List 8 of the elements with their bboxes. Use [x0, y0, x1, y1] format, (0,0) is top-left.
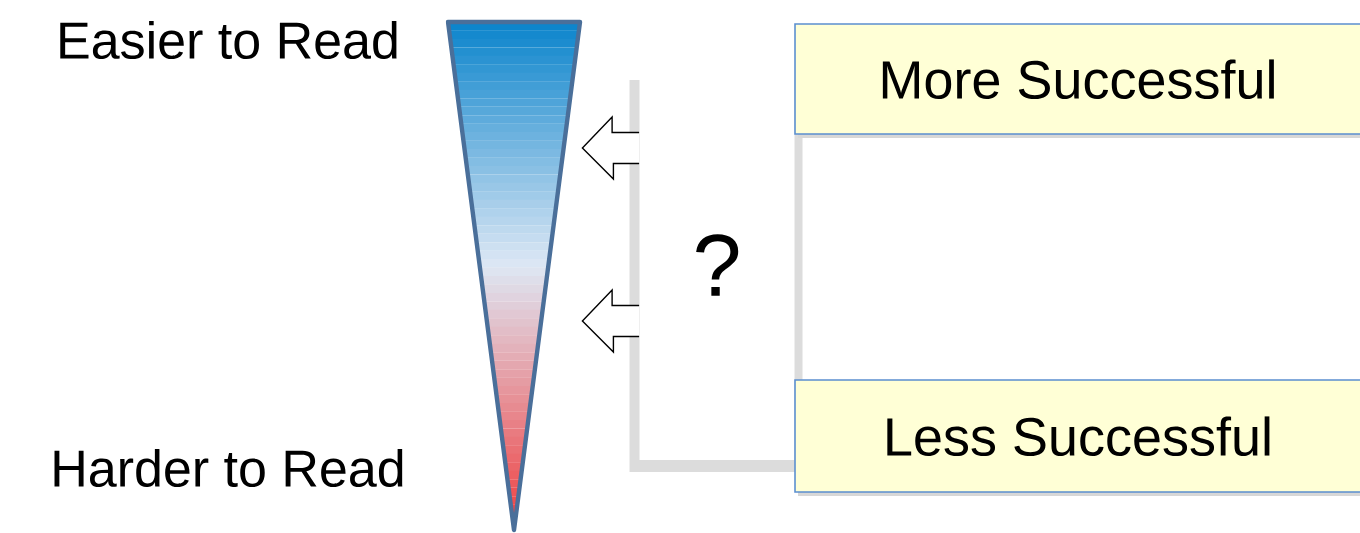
hollow-arrow: [581, 115, 640, 181]
side-label: Easier to Read: [60, 20, 397, 60]
question-box: ?: [629, 70, 803, 472]
label-box: Less Successful: [794, 379, 1360, 496]
gradient-triangle: [445, 19, 583, 533]
hollow-arrow: [581, 288, 640, 354]
side-label: Harder to Read: [54, 448, 403, 488]
label-box: More Successful: [794, 23, 1360, 138]
